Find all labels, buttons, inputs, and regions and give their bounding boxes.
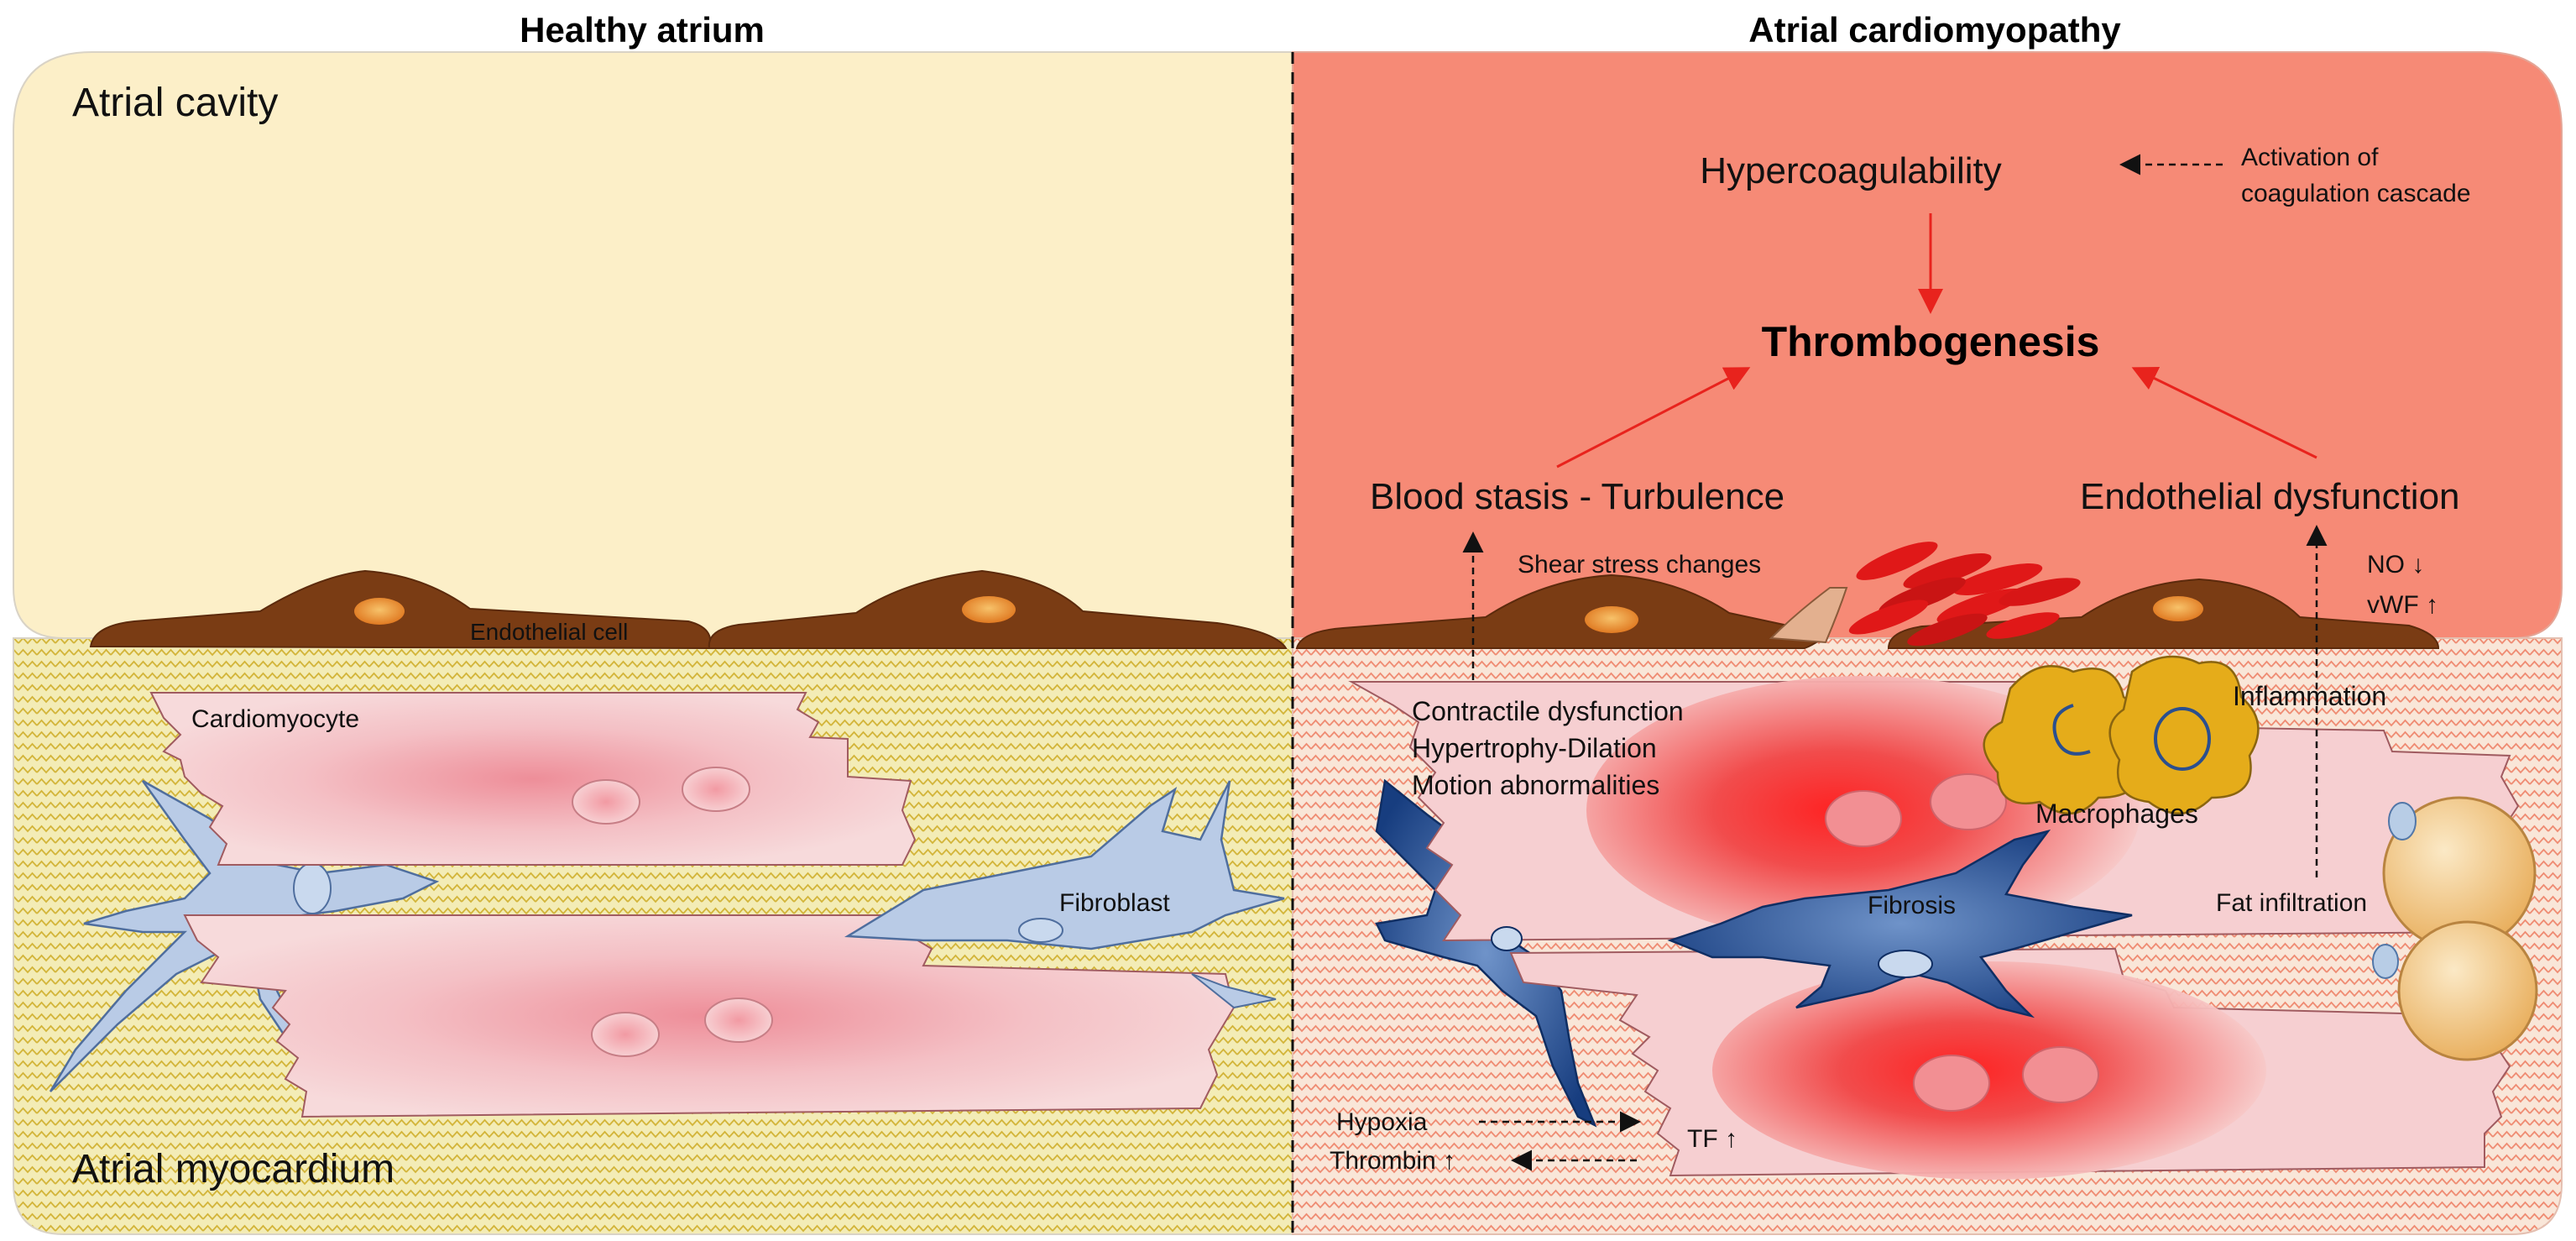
label-macrophages: Macrophages — [2035, 799, 2198, 829]
label-hypercoagulability: Hypercoagulability — [1700, 150, 2002, 191]
label-fat-infiltration: Fat infiltration — [2216, 889, 2367, 917]
fat-cells — [2372, 796, 2538, 1061]
label-activation-line2: coagulation cascade — [2241, 180, 2471, 207]
macrophages — [1983, 655, 2260, 814]
label-hypoxia: Hypoxia — [1336, 1108, 1428, 1136]
header-atrial-cardiomyopathy: Atrial cardiomyopathy — [1748, 10, 2121, 50]
label-fibrosis: Fibrosis — [1868, 892, 1956, 919]
disease-cavity-panel — [1292, 51, 2563, 639]
thrombus-red-cells — [1848, 542, 2081, 647]
label-shear-stress: Shear stress changes — [1518, 551, 1761, 579]
label-no: NO ↓ — [2367, 551, 2424, 579]
label-fibroblast: Fibroblast — [1059, 889, 1170, 917]
label-endothelial-cell: Endothelial cell — [470, 619, 628, 645]
label-blood-stasis: Blood stasis - Turbulence — [1370, 476, 1784, 517]
disease-arrows — [1462, 154, 2328, 1171]
disease-cardiomyocyte-bottom — [1509, 947, 2511, 1180]
healthy-cavity-panel — [13, 51, 1293, 639]
label-tf: TF ↑ — [1687, 1125, 1737, 1153]
label-thrombin: Thrombin ↑ — [1330, 1147, 1455, 1175]
header-healthy-atrium: Healthy atrium — [520, 10, 765, 50]
atrial-cavity-panels — [13, 51, 2563, 639]
fibrosis-cell — [1491, 829, 2133, 1018]
label-endothelial-dysfunction: Endothelial dysfunction — [2080, 476, 2460, 517]
label-cardiomyocyte: Cardiomyocyte — [191, 705, 359, 733]
label-atrial-cavity: Atrial cavity — [72, 81, 278, 125]
label-motion-abnormalities: Motion abnormalities — [1412, 770, 1659, 800]
label-contractile-dysfunction: Contractile dysfunction — [1412, 696, 1684, 726]
label-vwf: vWF ↑ — [2367, 591, 2438, 619]
label-thrombogenesis: Thrombogenesis — [1762, 318, 2100, 365]
healthy-fibroblast-right — [844, 780, 1285, 1009]
healthy-endothelium — [89, 569, 1288, 650]
label-inflammation: Inflammation — [2233, 681, 2386, 711]
label-activation-line1: Activation of — [2241, 144, 2379, 171]
healthy-cardiomyocyte-bottom — [183, 914, 1236, 1118]
label-atrial-myocardium: Atrial myocardium — [72, 1147, 394, 1191]
label-hypertrophy-dilation: Hypertrophy-Dilation — [1412, 733, 1657, 763]
healthy-cardiomyocyte-top — [149, 692, 917, 866]
